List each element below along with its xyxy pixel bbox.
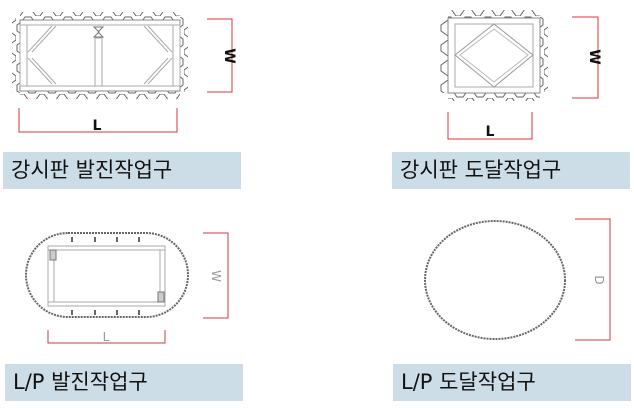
length-label: L — [486, 124, 495, 140]
liner-plate-launch-drawing: W L — [25, 232, 229, 344]
sheet-pile-arrival-drawing: W L — [440, 10, 602, 140]
width-label: W — [221, 48, 237, 63]
width-label: W — [586, 49, 602, 64]
length-label: L — [93, 118, 102, 134]
liner-plate-arrival-drawing: D — [424, 218, 611, 341]
caption-sheet-pile-arrival: 강시판 도달작업구 — [392, 152, 630, 189]
sheet-pile-launch-drawing: W L — [12, 12, 237, 134]
caption-lp-launch: L/P 발진작업구 — [5, 364, 243, 401]
width-label: W — [209, 270, 223, 282]
length-label: L — [103, 330, 110, 344]
diameter-label: D — [592, 275, 606, 284]
caption-sheet-pile-launch: 강시판 발진작업구 — [3, 152, 241, 189]
caption-lp-arrival: L/P 도달작업구 — [393, 364, 631, 401]
